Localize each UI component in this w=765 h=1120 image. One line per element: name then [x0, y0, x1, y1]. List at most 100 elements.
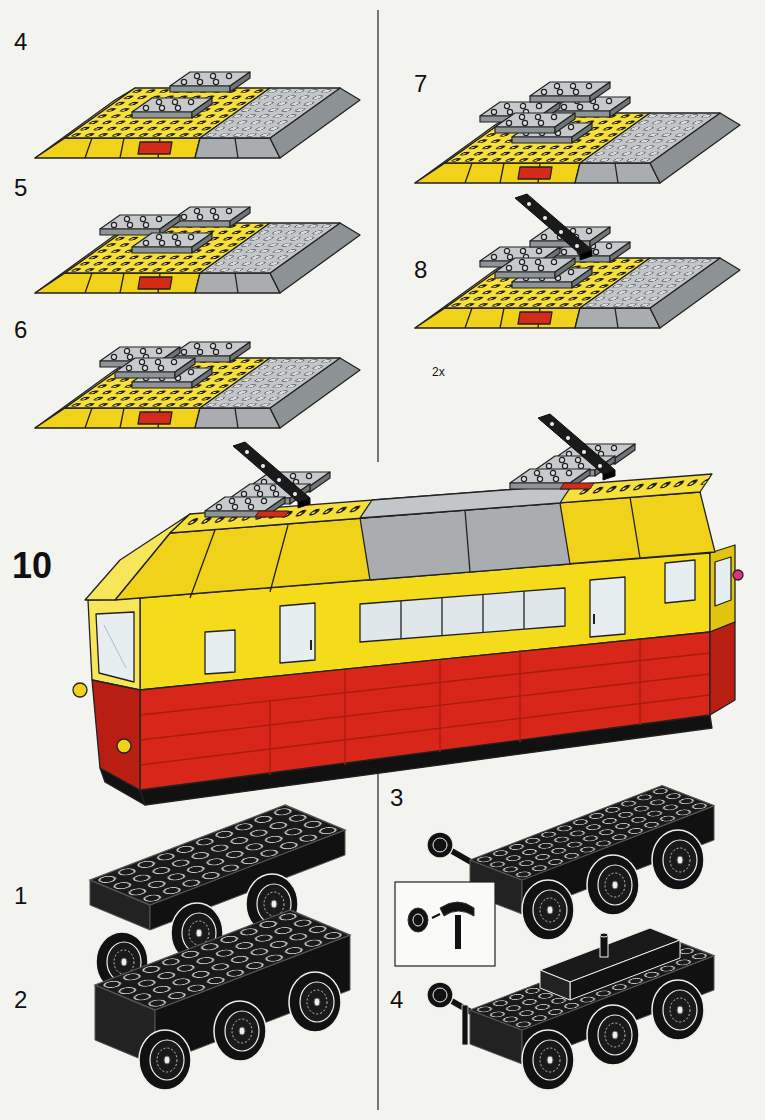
tram-model	[593, 614, 595, 624]
roof-step	[35, 72, 360, 158]
roof-step	[170, 207, 250, 227]
roof-step	[415, 258, 740, 328]
tram-model	[280, 603, 315, 663]
step-number: 3	[390, 786, 403, 810]
roof-step	[35, 342, 360, 428]
roof-step	[170, 72, 250, 92]
tram-model	[360, 588, 565, 642]
roof-step	[415, 113, 740, 183]
tram-model	[710, 622, 735, 715]
tram-model	[92, 680, 140, 790]
motor-chassis	[462, 1005, 468, 1045]
roof-step	[35, 358, 360, 428]
pantograph	[510, 414, 635, 489]
roof-step	[132, 233, 212, 253]
base-plate	[90, 805, 345, 905]
motor-chassis	[652, 830, 704, 890]
step-number: 10	[12, 548, 52, 584]
wheel-chassis	[289, 972, 341, 1032]
step-number: 4	[390, 988, 403, 1012]
roof-step	[132, 98, 212, 118]
tram-model	[441, 598, 442, 636]
motor-chassis	[427, 832, 453, 858]
tram-model	[73, 683, 87, 697]
motor-chassis	[600, 935, 608, 957]
roof-step	[35, 207, 360, 293]
wheel-chassis	[139, 1030, 191, 1090]
roof-step	[115, 358, 195, 378]
quantity-label: 2x	[432, 366, 445, 378]
tram-model	[715, 557, 731, 606]
tram-model	[104, 625, 126, 668]
tram-model	[630, 497, 640, 558]
coupling-inset	[395, 882, 495, 966]
tram-model	[523, 591, 524, 629]
step-number: 6	[14, 318, 27, 342]
tram-model	[117, 739, 131, 753]
roof-step	[495, 113, 575, 133]
motor-chassis	[587, 855, 639, 915]
roof-step	[100, 215, 180, 235]
roof-step	[35, 88, 360, 158]
tram-model	[575, 474, 714, 497]
tram-model	[270, 525, 288, 592]
roof-step	[35, 223, 360, 293]
tram-model	[190, 530, 215, 598]
tram-model	[482, 594, 483, 632]
coupling-inset	[395, 882, 495, 966]
tram-model	[639, 640, 640, 725]
roof-step	[530, 82, 610, 102]
tram-model	[269, 700, 270, 775]
step-number: 8	[414, 258, 427, 282]
tram-model	[733, 570, 743, 580]
coupling-inset	[455, 915, 461, 949]
base-plate	[90, 805, 345, 905]
step-number: 5	[14, 176, 27, 200]
tram-model	[205, 630, 235, 674]
tram-model	[665, 560, 695, 603]
tram-model	[310, 640, 312, 650]
motor-chassis	[522, 880, 574, 940]
roof-step	[415, 194, 740, 328]
coupling-inset	[432, 914, 440, 918]
step-number: 2	[14, 988, 27, 1012]
step-number: 1	[14, 884, 27, 908]
tram-model	[73, 474, 743, 805]
motor-chassis	[433, 988, 447, 1002]
coupling-inset	[413, 914, 423, 926]
coupling-inset	[408, 908, 428, 932]
wheel-chassis	[95, 874, 350, 1090]
base-plate	[90, 805, 345, 905]
tram-model	[439, 660, 440, 752]
roof-step	[515, 194, 592, 260]
tram-model	[465, 510, 470, 572]
tram-model	[400, 601, 401, 639]
motor-chassis	[652, 980, 704, 1040]
pantograph	[205, 442, 330, 517]
pantograph	[205, 442, 330, 517]
tram-model	[360, 485, 572, 518]
motor-chassis	[600, 933, 608, 937]
tram-model	[96, 612, 134, 682]
motor-chassis	[540, 970, 570, 1000]
motor-chassis	[587, 1005, 639, 1065]
pantograph	[510, 414, 635, 489]
roof-step	[415, 82, 740, 183]
step-number: 4	[14, 30, 27, 54]
motor-chassis	[433, 838, 447, 852]
base-plate	[90, 805, 345, 930]
motor-chassis	[522, 1030, 574, 1090]
step-number: 7	[414, 72, 427, 96]
coupling-inset	[440, 902, 474, 916]
divider-line	[377, 770, 378, 1110]
tram-model	[88, 598, 140, 690]
tram-model	[710, 545, 735, 632]
tram-model	[519, 650, 520, 742]
divider-line	[377, 10, 378, 462]
roof-step	[495, 258, 575, 278]
tram-model	[85, 514, 190, 600]
tram-model	[590, 577, 625, 637]
tram-model	[140, 695, 710, 765]
